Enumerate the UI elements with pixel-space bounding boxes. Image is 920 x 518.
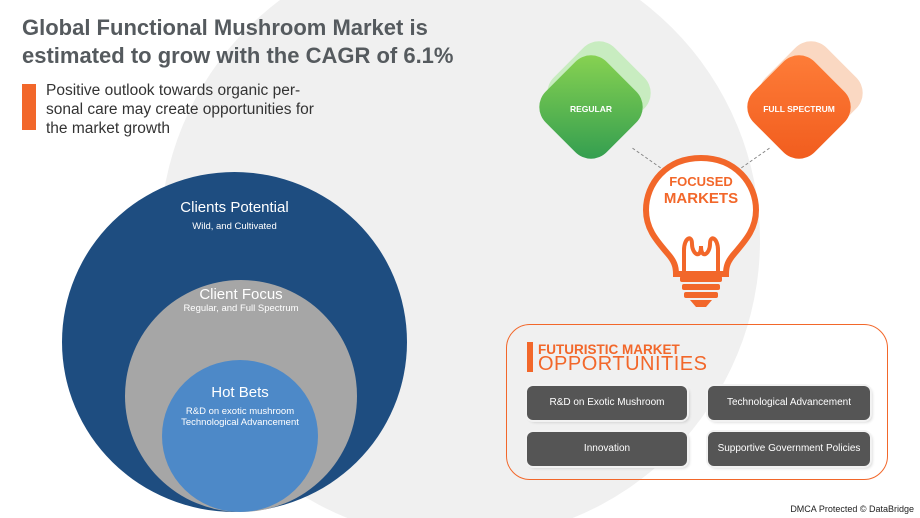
- page-title: Global Functional Mushroom Market is est…: [22, 14, 492, 70]
- clients-potential-subtitle: Wild, and Cultivated: [192, 221, 277, 232]
- regular-label: REGULAR: [569, 104, 613, 114]
- client-focus-title: Client Focus: [199, 286, 283, 303]
- hot-bets-line-2: Technological Advancement: [181, 417, 299, 428]
- opportunity-item: R&D on Exotic Mushroom: [527, 386, 687, 420]
- opportunities-title-line-2: OPPORTUNITIES: [538, 353, 708, 375]
- opportunity-item: Innovation: [527, 432, 687, 466]
- title-line-2: estimated to grow with the CAGR of 6.1%: [22, 43, 454, 68]
- client-focus-subtitle: Regular, and Full Spectrum: [183, 303, 299, 314]
- subheading-line-2: sonal care may create opportunities for: [46, 101, 314, 118]
- opportunities-title-line-1: FUTURISTIC MARKET: [538, 342, 680, 357]
- hot-bets-title: Hot Bets: [211, 384, 269, 401]
- opportunities-accent-bar: [527, 342, 533, 372]
- subheading-line-1: Positive outlook towards organic per-: [46, 82, 301, 99]
- footer-credit: DMCA Protected © DataBridge: [790, 504, 914, 514]
- lightbulb-icon: FOCUSED MARKETS: [642, 154, 760, 307]
- hot-bets-line-1: R&D on exotic mushroom: [185, 406, 295, 417]
- subheading-accent-bar: [22, 84, 36, 130]
- opportunities-panel: [506, 324, 888, 480]
- opportunity-item: Supportive Government Policies: [708, 432, 870, 466]
- subheading: Positive outlook towards organic per- so…: [46, 81, 346, 138]
- bulb-text-line-2: MARKETS: [664, 190, 738, 207]
- circle-hot-bets: Hot Bets R&D on exotic mushroom Technolo…: [162, 360, 318, 512]
- title-line-1: Global Functional Mushroom Market is: [22, 15, 428, 40]
- bulb-text-line-1: FOCUSED: [669, 174, 733, 189]
- opportunity-item: Technological Advancement: [708, 386, 870, 420]
- full-spectrum-label: FULL SPECTRUM: [763, 104, 835, 114]
- clients-potential-title: Clients Potential: [180, 199, 289, 216]
- subheading-line-3: the market growth: [46, 120, 171, 137]
